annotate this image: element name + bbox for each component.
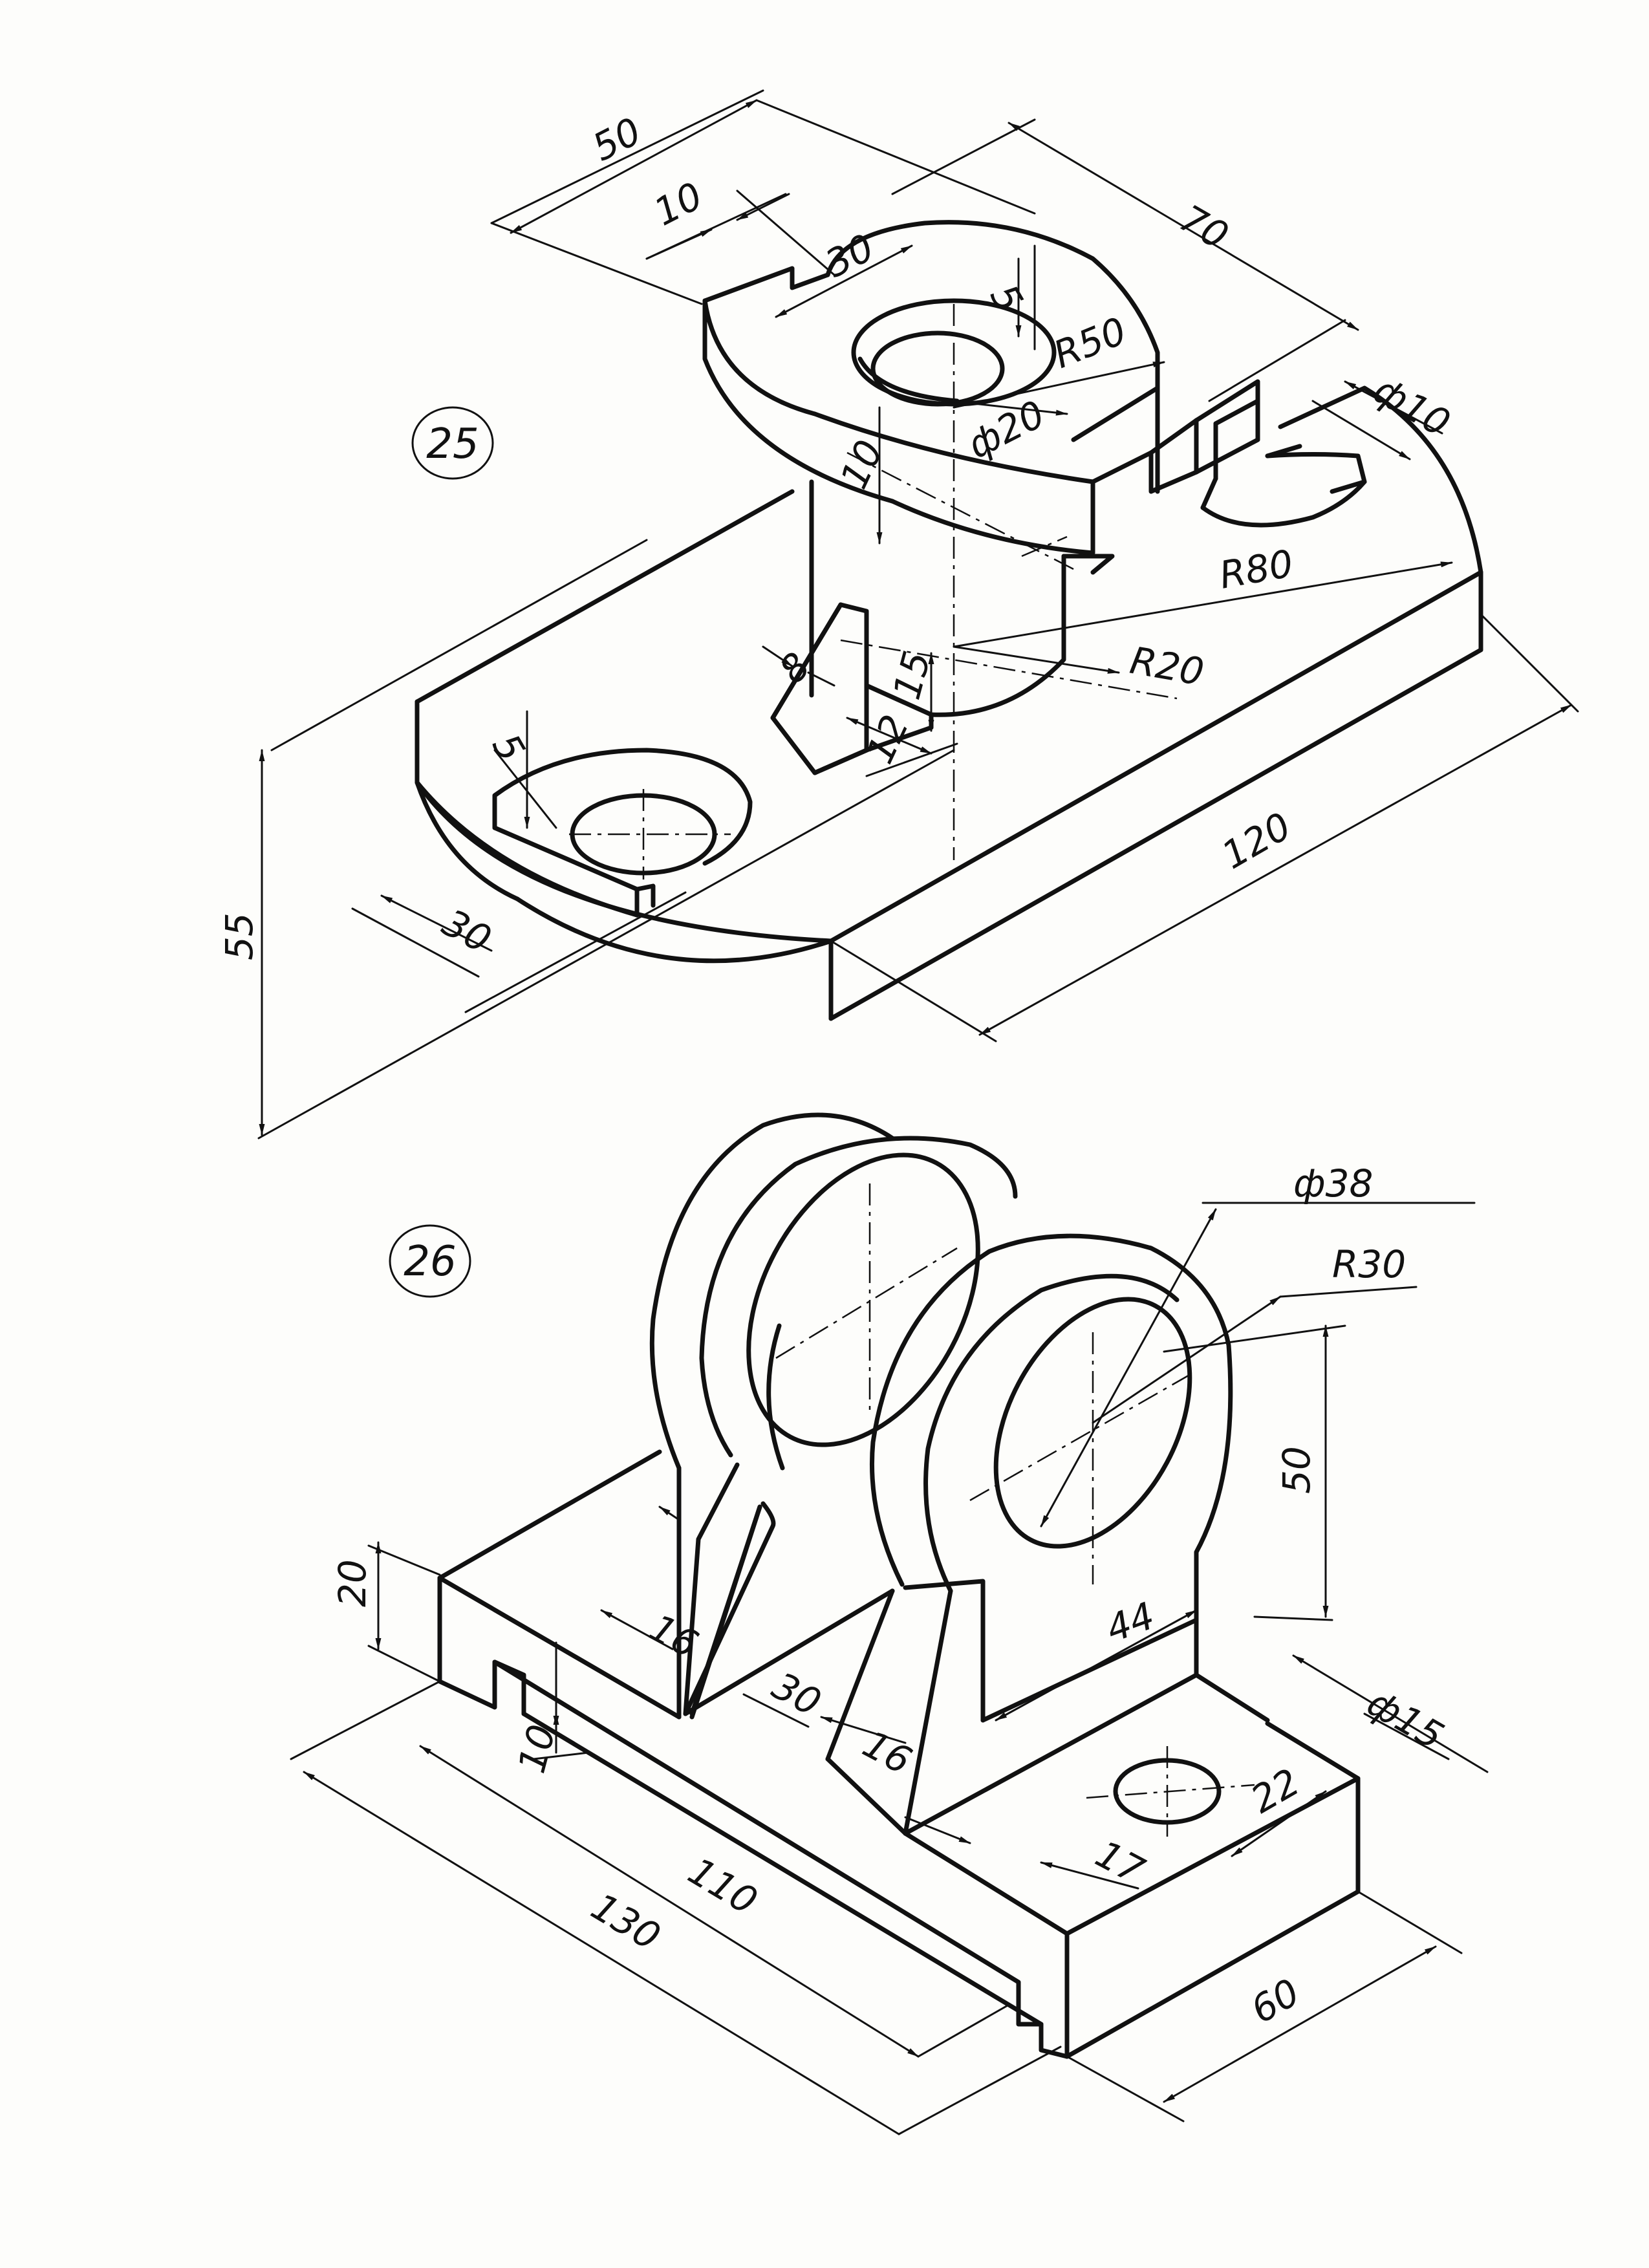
dim-25-17: 120 <box>1214 804 1299 878</box>
center-lines-26 <box>775 1183 1255 1837</box>
dim-25-0: 50 <box>585 109 648 169</box>
dimension-lines-25 <box>257 89 1579 1139</box>
figure-number-26: 26 <box>389 1224 471 1298</box>
dim-26-2: 50 <box>1275 1446 1319 1494</box>
dim-25-5: R50 <box>1048 308 1132 377</box>
dimension-lines-26 <box>290 1202 1489 2135</box>
dim-26-9: ф15 <box>1360 1680 1451 1758</box>
base-hole-25 <box>492 748 753 918</box>
figure-26: 26 <box>290 1112 1489 2135</box>
top-counterbore-25 <box>851 298 1057 407</box>
center-lines-25 <box>569 304 1178 880</box>
top-flange-25 <box>702 220 1199 556</box>
dim-26-14: 60 <box>1244 1970 1307 2032</box>
figure-number-25-text: 25 <box>426 420 479 468</box>
dim-26-5: 16 <box>642 1605 705 1667</box>
dim-26-0: ф38 <box>1293 1161 1373 1205</box>
dim-26-12: 110 <box>681 1849 765 1923</box>
dim-25-16: 30 <box>435 900 498 962</box>
figure-number-26-text: 26 <box>404 1238 456 1286</box>
dim-26-6: 30 <box>765 1663 828 1725</box>
figure-number-25: 25 <box>411 406 494 480</box>
dim-26-13: 130 <box>584 1885 668 1959</box>
dim-25-12: R20 <box>1127 638 1207 695</box>
left-lug-26 <box>649 1112 1018 1720</box>
dim-25-9: R80 <box>1216 541 1297 598</box>
dim-26-1: R30 <box>1332 1242 1406 1286</box>
dimension-text-25: 50 10 30 70 5 R50 ф20 ф10 10 R80 8 15 R2… <box>217 109 1458 962</box>
dim-25-7: ф10 <box>1366 367 1458 446</box>
cylinder-boss-25 <box>809 479 1115 717</box>
dim-26-4: 20 <box>330 1559 374 1607</box>
base-plate-25 <box>415 385 1483 1021</box>
dim-25-15: 55 <box>217 913 261 960</box>
figure-25: 25 <box>217 89 1579 1139</box>
dim-25-1: 10 <box>647 173 709 234</box>
dim-25-3: 70 <box>1172 196 1236 258</box>
dim-26-11: 17 <box>1088 1831 1151 1893</box>
lug-25 <box>1148 379 1367 528</box>
dim-25-8: 10 <box>832 433 892 495</box>
